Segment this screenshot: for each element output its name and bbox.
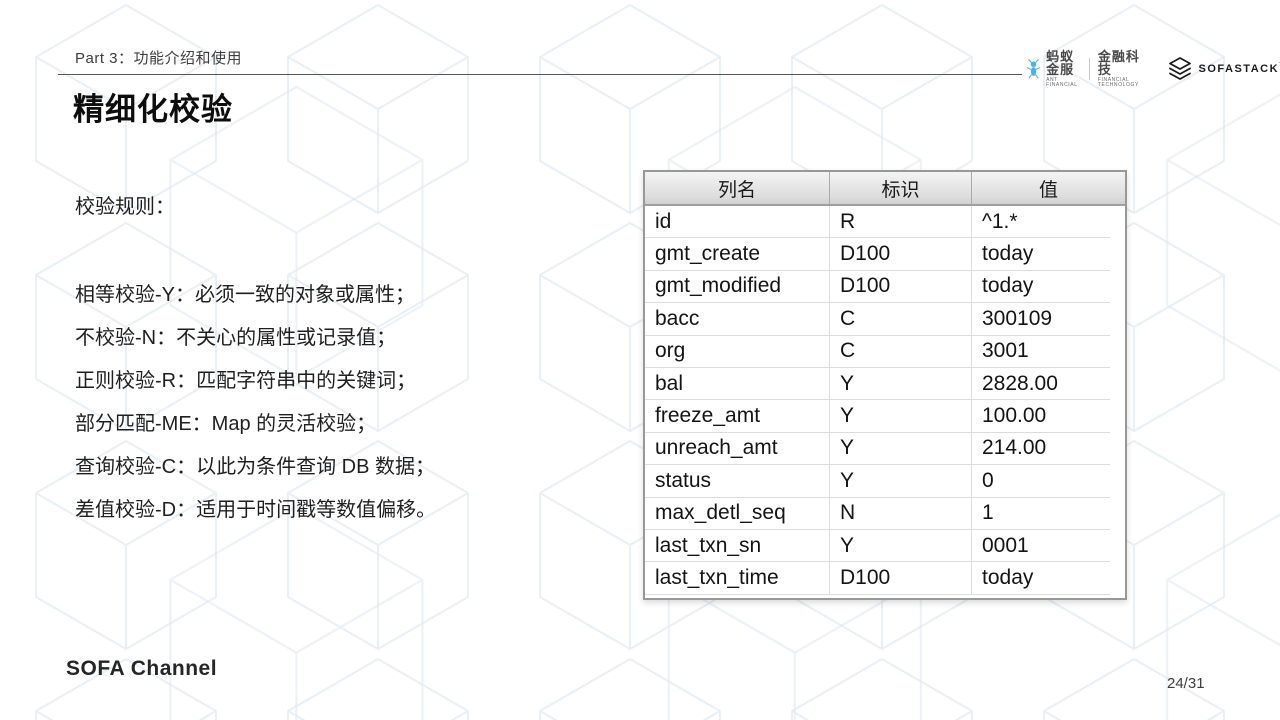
table-cell: last_txn_sn (645, 529, 830, 563)
page-number: 24/31 (1167, 675, 1205, 692)
logo-bar: 蚂蚁金服 ANT FINANCIAL 金融科技 FINANCIAL TECHNO… (1026, 50, 1280, 88)
section-kicker: Part 3：功能介绍和使用 (75, 50, 243, 67)
table-cell: org (645, 335, 830, 368)
table-cell: D100 (830, 270, 972, 304)
page-title: 精细化校验 (73, 92, 233, 127)
table-cell: max_detl_seq (645, 497, 830, 530)
rule-item: 部分匹配-ME：Map 的灵活校验； (75, 413, 377, 435)
table-cell: 100.00 (972, 400, 1110, 433)
sofastack-label: SOFASTACK (1198, 63, 1280, 75)
table-cell: freeze_amt (645, 400, 830, 433)
ant-brand-subtitle: ANT FINANCIAL (1046, 77, 1078, 88)
fintech-brand-subtitle: FINANCIAL TECHNOLOGY (1097, 77, 1139, 88)
table-header-value: 值 (1038, 179, 1058, 201)
rule-item: 查询校验-C：以此为条件查询 DB 数据； (75, 456, 435, 478)
table-cell: gmt_create (645, 238, 830, 271)
table-cell: 0 (972, 465, 1110, 498)
sofastack-logo: SOFASTACKTM (1167, 56, 1280, 82)
table-cell: Y (830, 432, 972, 466)
table-cell: id (645, 206, 830, 239)
rules-heading: 校验规则： (75, 196, 175, 218)
table-cell: R (830, 206, 972, 239)
rules-list: 相等校验-Y：必须一致的对象或属性； 不校验-N：不关心的属性或记录值； 正则校验-… (75, 274, 436, 532)
table-cell: 300109 (972, 303, 1110, 336)
table-cell: today (972, 562, 1110, 595)
ant-icon (1027, 59, 1041, 79)
table-cell: Y (830, 465, 972, 498)
rule-item: 不校验-N：不关心的属性或记录值； (75, 327, 397, 349)
table-cell: D100 (830, 238, 972, 271)
table-header-row: 列名 标识 值 (645, 172, 1125, 206)
table-cell: status (645, 465, 830, 498)
stack-icon (1168, 57, 1191, 80)
rule-item: 正则校验-R：匹配字符串中的关键词； (75, 370, 417, 392)
table-cell: 214.00 (972, 433, 1110, 466)
table-cell: 2828.00 (972, 368, 1110, 401)
footer-brand: SOFA Channel (66, 657, 218, 680)
table-cell: 3001 (972, 336, 1110, 368)
table-cell: ^1.* (972, 206, 1110, 239)
rule-item: 差值校验-D：适用于时间戳等数值偏移。 (75, 499, 437, 521)
header-divider (58, 74, 1022, 75)
table-cell: Y (830, 400, 972, 433)
table-cell: today (972, 271, 1110, 304)
table-cell: Y (830, 367, 972, 401)
ant-brand-name: 蚂蚁金服 (1046, 49, 1075, 77)
table-cell: gmt_modified (645, 270, 830, 304)
table-cell: C (830, 335, 972, 368)
table-cell: N (830, 497, 972, 530)
logo-divider (1089, 58, 1090, 80)
table-cell: last_txn_time (645, 562, 830, 595)
table-cell: unreach_amt (645, 432, 830, 466)
ant-financial-logo: 蚂蚁金服 ANT FINANCIAL 金融科技 FINANCIAL TECHNO… (1026, 50, 1145, 88)
table-cell: bacc (645, 303, 830, 336)
rule-item: 相等校验-Y：必须一致的对象或属性； (75, 284, 415, 306)
table-header-column-name: 列名 (645, 172, 830, 204)
fintech-brand-name: 金融科技 (1097, 49, 1140, 77)
table-cell: 0001 (972, 530, 1110, 563)
table-cell: 1 (972, 498, 1110, 530)
table-cell: D100 (830, 562, 972, 595)
table-cell: today (972, 238, 1110, 271)
table-cell: C (830, 303, 972, 336)
table-cell: bal (645, 367, 830, 401)
table-cell: Y (830, 529, 972, 563)
table-header-flag: 标识 (830, 172, 972, 204)
